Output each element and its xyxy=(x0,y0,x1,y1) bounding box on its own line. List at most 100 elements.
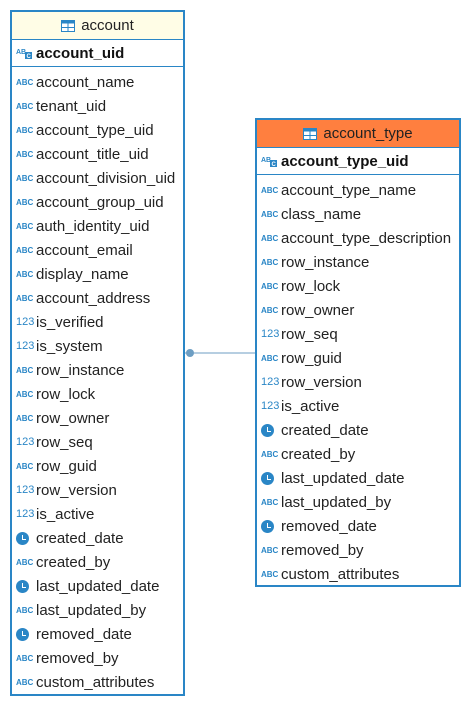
column-name: account_name xyxy=(36,73,135,91)
column-name: is_active xyxy=(281,397,340,415)
column-name: removed_by xyxy=(36,649,119,667)
column-name: removed_date xyxy=(36,625,132,643)
column-row[interactable]: created_date xyxy=(12,526,183,550)
column-row[interactable]: last_updated_date xyxy=(257,466,459,490)
column-row[interactable]: removed_date xyxy=(12,622,183,646)
column-name: account_email xyxy=(36,241,133,259)
svg-text:C: C xyxy=(272,162,277,168)
relationship-endpoint xyxy=(186,349,194,357)
string-type-icon: ABC xyxy=(261,305,279,315)
column-name: class_name xyxy=(281,205,362,223)
clock-icon xyxy=(261,471,278,485)
column-name: created_by xyxy=(281,445,356,463)
column-name: last_updated_by xyxy=(36,601,147,619)
string-type-icon: ABC xyxy=(261,209,279,219)
column-row[interactable]: created_date xyxy=(257,418,459,442)
string-type-icon: ABC xyxy=(16,173,34,183)
string-type-icon: ABC xyxy=(16,77,34,87)
column-name: row_owner xyxy=(36,409,110,427)
string-type-icon: ABC xyxy=(261,497,279,507)
column-name: removed_date xyxy=(281,517,377,535)
string-type-icon: ABC xyxy=(16,293,34,303)
column-name: row_instance xyxy=(36,361,125,379)
string-type-icon: ABC xyxy=(16,197,34,207)
column-row[interactable]: removed_date xyxy=(257,514,459,538)
string-type-icon: ABC xyxy=(16,557,34,567)
string-type-icon: ABC xyxy=(261,545,279,555)
primary-key-row[interactable]: AB C account_type_uid xyxy=(257,148,459,175)
string-type-icon: ABC xyxy=(261,281,279,291)
clock-icon xyxy=(261,519,278,533)
string-type-icon: ABC xyxy=(261,233,279,243)
entity-account-header[interactable]: account xyxy=(12,12,183,40)
column-name: row_seq xyxy=(281,325,338,343)
numeric-type-icon: 123 xyxy=(16,340,35,352)
column-row[interactable]: last_updated_date xyxy=(12,574,183,598)
string-type-icon: ABC xyxy=(16,101,34,111)
numeric-type-icon: 123 xyxy=(261,400,280,412)
primary-key-row[interactable]: AB C account_uid xyxy=(12,40,183,67)
string-type-icon: ABC xyxy=(16,389,34,399)
string-type-icon: ABC xyxy=(16,125,34,135)
column-name: is_verified xyxy=(36,313,104,331)
column-name: tenant_uid xyxy=(36,97,107,115)
entity-account-type-header[interactable]: account_type xyxy=(257,120,459,148)
column-name: row_owner xyxy=(281,301,355,319)
column-name: is_active xyxy=(36,505,95,523)
numeric-type-icon: 123 xyxy=(16,436,35,448)
string-type-icon: ABC xyxy=(16,149,34,159)
column-name: row_version xyxy=(36,481,117,499)
column-name: last_updated_by xyxy=(281,493,392,511)
string-type-icon: ABC xyxy=(16,245,34,255)
string-type-icon: ABC xyxy=(261,353,279,363)
clock-icon xyxy=(261,423,278,437)
column-name: removed_by xyxy=(281,541,364,559)
column-name: last_updated_date xyxy=(36,577,160,595)
column-name: custom_attributes xyxy=(281,565,400,583)
column-name: row_seq xyxy=(36,433,93,451)
numeric-type-icon: 123 xyxy=(261,328,280,340)
